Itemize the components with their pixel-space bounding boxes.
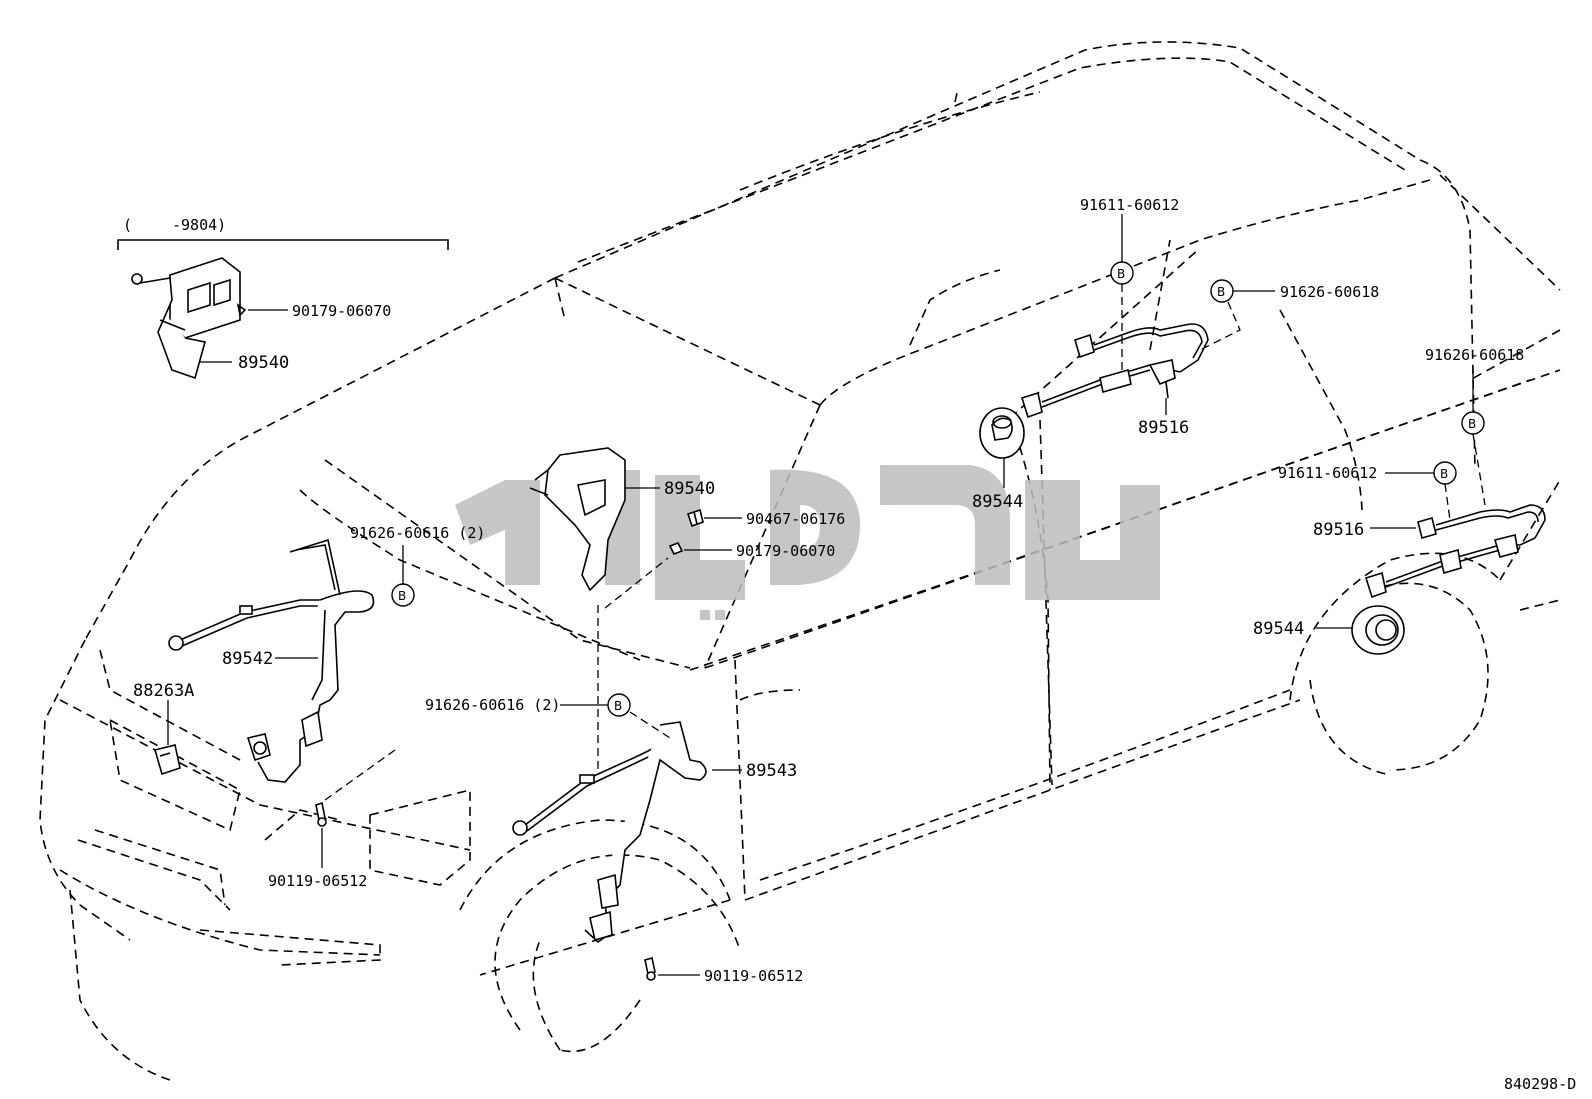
- marker-b-label: B: [1117, 267, 1125, 281]
- marker-b-label: B: [398, 589, 406, 603]
- sensor-harness-89543: [512, 721, 707, 944]
- callout-90119-06512-b: 90119-06512: [704, 967, 803, 985]
- install-line-90119-a: [324, 749, 396, 801]
- marker-b-rear-lh-1: B: [1110, 261, 1134, 285]
- watermark-logo: [455, 465, 1160, 620]
- callout-91626-60618-a: 91626-60618: [1280, 283, 1379, 301]
- sensor-wire-89516-upper: [1020, 323, 1209, 419]
- marker-b-label: B: [1440, 467, 1448, 481]
- callout-89540-inset: 89540: [238, 353, 289, 373]
- inset-bracket: ( -9804): [117, 216, 449, 250]
- marker-b-rear-rh-2: B: [1433, 461, 1457, 485]
- callout-89543: 89543: [746, 761, 797, 781]
- install-line-91626-618-a: [1199, 301, 1241, 351]
- callout-89516-lower: 89516: [1313, 520, 1364, 540]
- hub-89544-upper: [979, 407, 1025, 459]
- vehicle-outline: [39, 41, 1561, 1081]
- callout-90467-06176: 90467-06176: [746, 510, 845, 528]
- ecu-bracket-inset: [131, 257, 247, 380]
- callout-90179-06070-main: 90179-06070: [736, 542, 835, 560]
- inset-date-open: (: [123, 216, 132, 234]
- callout-90119-06512-a: 90119-06512: [268, 872, 367, 890]
- nut-90179: [668, 541, 684, 556]
- callout-88263A: 88263A: [133, 681, 194, 701]
- bolt-90119-rh: [644, 956, 656, 981]
- bolt-90119-lh: [315, 801, 327, 827]
- callout-91626-60618-b: 91626-60618: [1425, 346, 1524, 364]
- callout-91626-60616-b: 91626-60616 (2): [425, 696, 560, 714]
- callout-89544-lower: 89544: [1253, 619, 1304, 639]
- inset-date-range: -9804): [172, 216, 226, 234]
- diagram-id: 840298-D: [1504, 1075, 1576, 1093]
- callout-91611-60612-b: 91611-60612: [1278, 464, 1377, 482]
- callout-89542: 89542: [222, 649, 273, 669]
- callout-89540-main: 89540: [664, 479, 715, 499]
- install-line-91611-b: [1444, 483, 1451, 521]
- marker-b-front-lh: B: [391, 583, 415, 607]
- install-line-ecu: [604, 557, 669, 609]
- marker-b-rear-rh-1: B: [1461, 411, 1485, 435]
- install-line-91626-b: [629, 711, 671, 739]
- sensor-harness-89542: [168, 538, 375, 783]
- sensor-wire-89516-lower: [1364, 504, 1546, 599]
- marker-b-front-rh: B: [607, 693, 631, 717]
- marker-b-label: B: [1468, 417, 1476, 431]
- marker-b-rear-lh-2: B: [1210, 279, 1234, 303]
- callout-89516-upper: 89516: [1138, 418, 1189, 438]
- callout-89544-upper: 89544: [972, 492, 1023, 512]
- ecu-bracket: [529, 447, 626, 592]
- clip-90467: [686, 508, 704, 528]
- callout-91611-60612-a: 91611-60612: [1080, 196, 1179, 214]
- relay-88263A: [153, 744, 181, 776]
- callout-90179-06070-inset: 90179-06070: [292, 302, 391, 320]
- callout-91626-60616-a: 91626-60616 (2): [350, 524, 485, 542]
- marker-b-label: B: [1217, 285, 1225, 299]
- hub-89544-lower: [1351, 605, 1405, 655]
- marker-b-label: B: [614, 699, 622, 713]
